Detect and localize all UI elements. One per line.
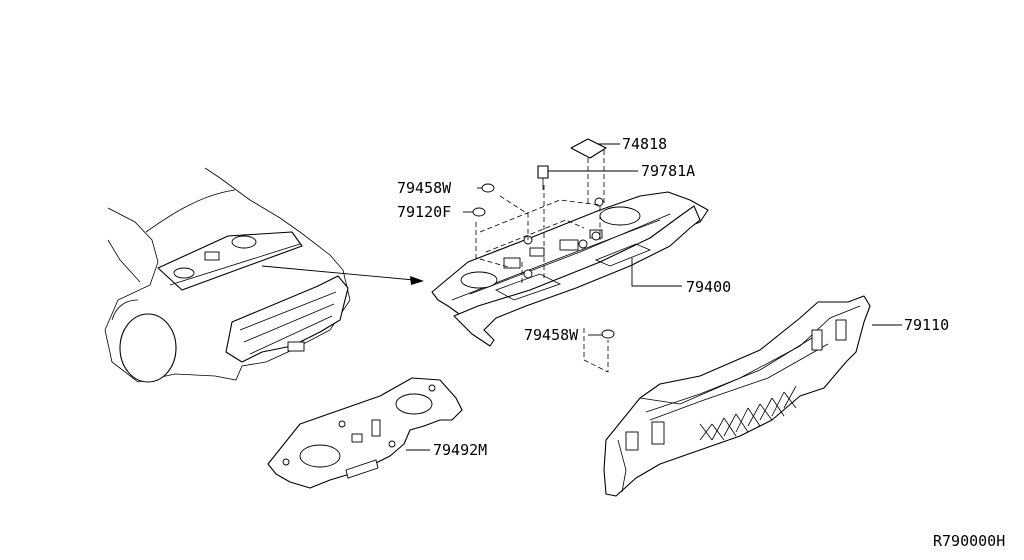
assembly-dashed-lines	[475, 150, 609, 373]
label-79781A: 79781A	[641, 162, 695, 180]
label-79120F: 79120F	[397, 203, 451, 221]
part-79458W-bottom-clip	[601, 329, 615, 339]
label-79492M: 79492M	[433, 441, 487, 459]
part-74818-pad	[570, 138, 607, 159]
leader-lines	[406, 143, 902, 451]
part-79458W-top-clip	[481, 183, 495, 193]
label-79458W-top: 79458W	[397, 179, 452, 197]
part-79781A-bolt	[537, 165, 549, 190]
part-79120F-clip	[472, 207, 486, 217]
label-79110: 79110	[904, 316, 949, 334]
part-79110-rear-panel	[603, 295, 871, 497]
part-79492M-insulator	[267, 377, 463, 489]
car-rear-overview	[104, 167, 351, 383]
diagram-code: R790000H	[933, 532, 1005, 550]
label-74818: 74818	[622, 135, 667, 153]
label-79400: 79400	[686, 278, 731, 296]
pointer-arrow	[261, 265, 424, 285]
label-79458W-bottom: 79458W	[524, 326, 579, 344]
part-79400-shelf	[431, 191, 709, 347]
